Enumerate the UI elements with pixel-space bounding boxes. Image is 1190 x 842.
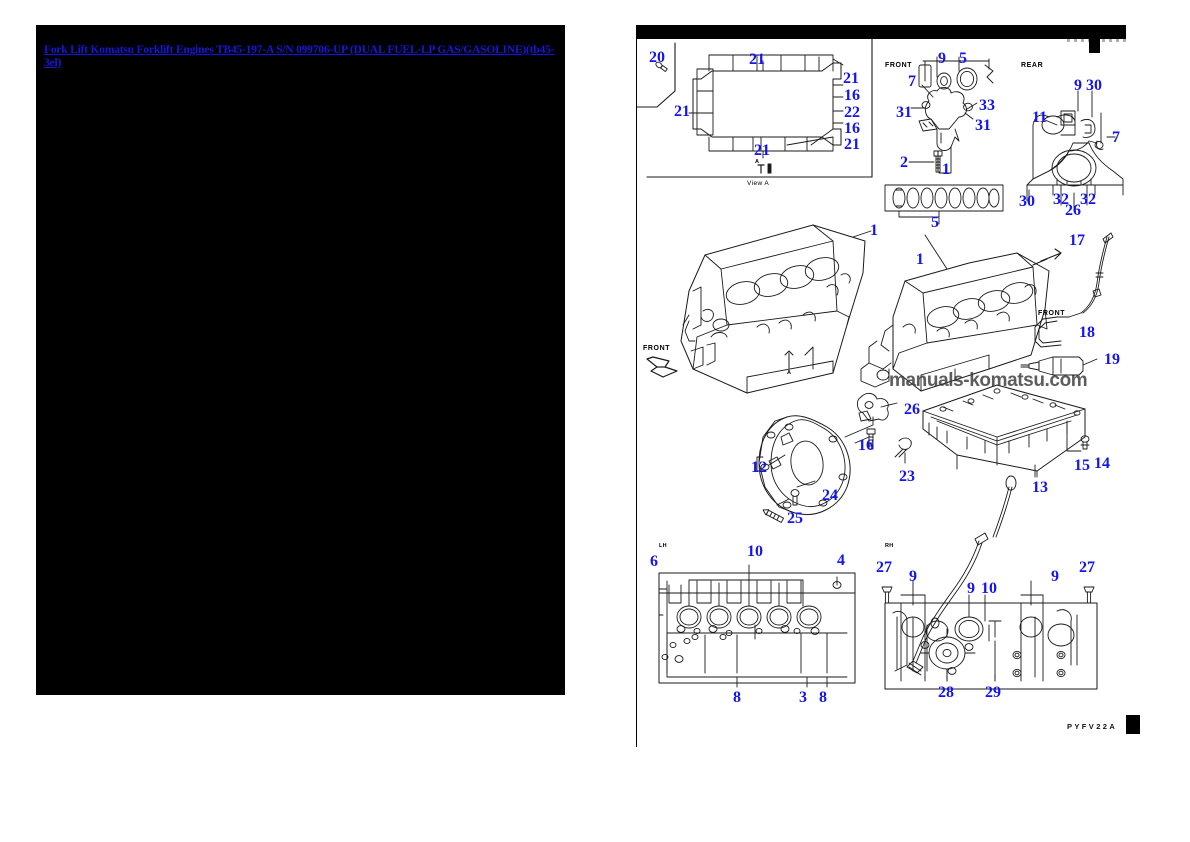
part-callout-12: 12 <box>751 459 767 476</box>
part-callout-28: 28 <box>938 684 954 701</box>
part-callout-21: 21 <box>674 103 690 120</box>
part-callout-7: 7 <box>1112 129 1120 146</box>
part-callout-23: 23 <box>899 468 915 485</box>
part-callout-8: 8 <box>733 689 741 706</box>
part-callout-22: 22 <box>844 104 860 121</box>
section-a-label: A <box>787 370 792 376</box>
part-callout-21: 21 <box>749 51 765 68</box>
part-callout-15: 15 <box>1074 457 1090 474</box>
part-callout-21: 21 <box>843 70 859 87</box>
document-viewer-panel: Fork Lift Komatsu Forklift Engines TB45-… <box>36 25 565 695</box>
part-callout-19: 19 <box>1104 351 1120 368</box>
engine-parts-line-drawing <box>637 38 1124 690</box>
site-watermark: manuals-komatsu.com <box>889 370 1088 391</box>
part-callout-31: 31 <box>896 104 912 121</box>
part-callout-33: 33 <box>979 97 995 114</box>
part-callout-4: 4 <box>837 552 845 569</box>
part-callout-21: 21 <box>754 142 770 159</box>
part-callout-9: 9 <box>1051 568 1059 585</box>
part-callout-16: 16 <box>858 437 874 454</box>
part-callout-6: 6 <box>650 553 658 570</box>
document-title-link[interactable]: Fork Lift Komatsu Forklift Engines TB45-… <box>44 44 555 69</box>
part-callout-29: 29 <box>985 684 1001 701</box>
part-callout-1: 1 <box>916 251 924 268</box>
part-callout-30: 30 <box>1019 193 1035 210</box>
lh-view-label: LH <box>659 543 667 549</box>
part-callout-3: 3 <box>799 689 807 706</box>
front-label-top: FRONT <box>885 62 913 69</box>
rear-label-top: REAR <box>1021 62 1044 69</box>
view-a-arrow-label: A <box>755 159 760 165</box>
part-callout-11: 11 <box>1032 109 1048 126</box>
part-callout-16: 16 <box>844 87 860 104</box>
page-top-black-bar-stub <box>1089 25 1100 53</box>
part-callout-2: 2 <box>900 154 908 171</box>
page-reference-code: PYFV22A <box>1067 722 1118 731</box>
part-callout-9: 9 <box>938 50 946 67</box>
part-callout-7: 7 <box>908 73 916 90</box>
part-callout-1: 1 <box>942 161 950 178</box>
part-callout-1: 1 <box>870 222 878 239</box>
part-callout-25: 25 <box>787 510 803 527</box>
part-callout-9: 9 <box>1074 77 1082 94</box>
part-callout-31: 31 <box>975 117 991 134</box>
part-callout-26: 26 <box>1065 202 1081 219</box>
rh-view-label: RH <box>885 543 894 549</box>
view-a-caption: View A <box>747 180 770 187</box>
part-callout-17: 17 <box>1069 232 1085 249</box>
part-callout-32: 32 <box>1080 191 1096 208</box>
part-callout-5: 5 <box>959 50 967 67</box>
part-callout-8: 8 <box>819 689 827 706</box>
part-callout-10: 10 <box>981 580 997 597</box>
parts-diagram-page: FRONT REAR FRONT FRONT View A A A LH RH … <box>636 25 1161 747</box>
part-callout-5: 5 <box>931 214 939 231</box>
page-top-black-bar <box>637 25 1126 39</box>
part-callout-9: 9 <box>909 568 917 585</box>
part-callout-24: 24 <box>822 487 838 504</box>
part-callout-27: 27 <box>1079 559 1095 576</box>
part-callout-20: 20 <box>649 49 665 66</box>
part-callout-30: 30 <box>1086 77 1102 94</box>
part-callout-13: 13 <box>1032 479 1048 496</box>
part-callout-18: 18 <box>1079 324 1095 341</box>
part-callout-16: 16 <box>844 120 860 137</box>
part-callout-9: 9 <box>967 580 975 597</box>
part-callout-27: 27 <box>876 559 892 576</box>
front-direction-arrow-left <box>646 356 678 378</box>
front-label-left-block: FRONT <box>643 345 671 352</box>
page-code-black-block <box>1126 715 1140 734</box>
part-callout-21: 21 <box>844 136 860 153</box>
part-callout-14: 14 <box>1094 455 1110 472</box>
part-callout-10: 10 <box>747 543 763 560</box>
part-callout-32: 32 <box>1053 191 1069 208</box>
front-label-right-block: FRONT <box>1038 310 1066 317</box>
part-callout-26: 26 <box>904 401 920 418</box>
